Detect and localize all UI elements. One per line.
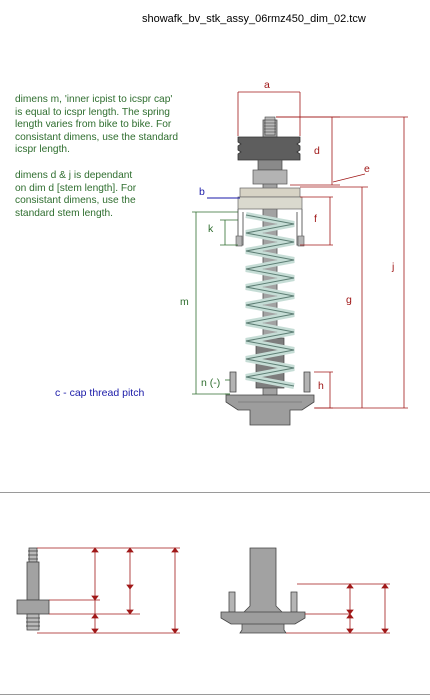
- label-b: b: [199, 186, 205, 198]
- note-dimens-m: dimens m, 'inner icpist to icspr cap' is…: [15, 94, 220, 157]
- note-line: consistant dimens, use the standard: [15, 131, 179, 143]
- label-m: m: [180, 296, 189, 308]
- top-cap: [237, 136, 301, 161]
- stem-thread: [264, 116, 276, 136]
- note-line: dimens m, 'inner icpist to icspr cap': [15, 94, 173, 105]
- spring: [245, 212, 295, 389]
- note-line: is equal to icspr length. The spring: [15, 106, 170, 118]
- spring-cap-body: [237, 196, 303, 210]
- label-k: k: [208, 223, 214, 235]
- filename-title: showafk_bv_stk_assy_06rmz450_dim_02.tcw: [142, 13, 366, 25]
- base-fitting: [225, 371, 315, 426]
- note-line: consistant dimens, use the: [15, 195, 136, 207]
- cap-clip-left: [235, 235, 243, 247]
- label-j: j: [391, 261, 394, 273]
- cap-nut: [257, 159, 283, 171]
- note-line: icspr length.: [15, 144, 70, 156]
- cap-thread-pitch-note: c - cap thread pitch: [55, 387, 145, 399]
- cap-clip-right: [297, 235, 305, 247]
- stem-detail-dimensions: [37, 547, 180, 634]
- label-n: n (-): [201, 377, 220, 389]
- stem-detail: [16, 547, 50, 631]
- lock-nut: [252, 169, 288, 185]
- base-detail: [220, 547, 306, 634]
- label-e: e: [364, 163, 370, 175]
- note-line: dimens d & j is dependant: [15, 170, 133, 181]
- label-g: g: [346, 294, 352, 306]
- label-h: h: [318, 380, 324, 392]
- dimension-lines: [237, 91, 408, 409]
- label-a: a: [264, 79, 270, 91]
- label-d: d: [314, 145, 320, 157]
- note-line: on dim d [stem length]. For: [15, 182, 137, 194]
- label-f: f: [314, 213, 317, 225]
- base-detail-dimensions: [286, 583, 390, 634]
- note-dimens-d-j: dimens d & j is dependant on dim d [stem…: [15, 170, 195, 220]
- note-line: standard stem length.: [15, 207, 113, 219]
- bottom-divider: [0, 694, 430, 695]
- section-divider: [0, 492, 430, 493]
- note-line: length varies from bike to bike. For: [15, 119, 172, 131]
- spring-cap-top: [239, 187, 301, 198]
- dimension-lines-green: [192, 211, 238, 395]
